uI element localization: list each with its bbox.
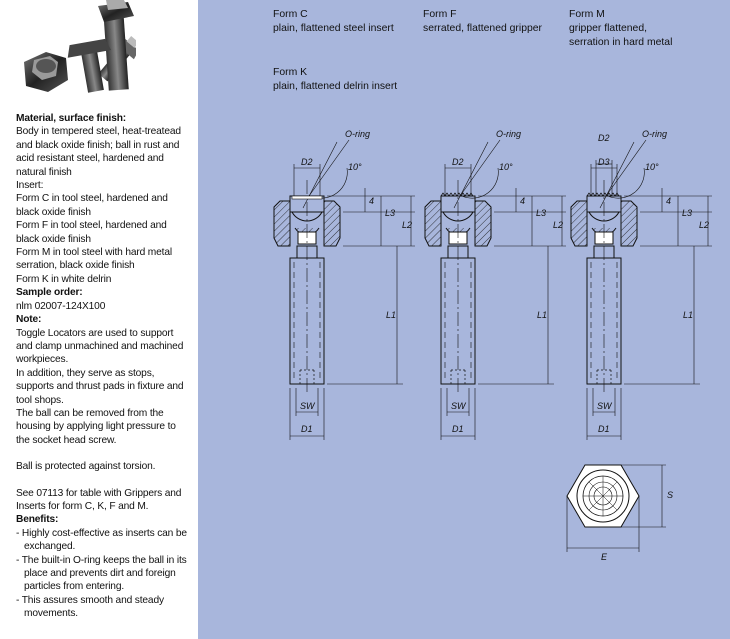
- note-line: Inserts for form C, K, F and M.: [16, 500, 149, 512]
- note-line: In addition, they serve as stops,: [16, 367, 155, 379]
- e-label: E: [601, 552, 608, 562]
- form-c-label: Form C plain, flattened steel insert: [273, 8, 394, 36]
- form-f-desc: serrated, flattened gripper: [423, 23, 542, 34]
- material-line: black oxide finish: [16, 206, 91, 218]
- form-c-drawing: [273, 139, 416, 441]
- s-label: S: [667, 490, 673, 500]
- l2-label-f: L2: [553, 220, 563, 230]
- material-line: acid resistant steel, hardened and: [16, 153, 164, 165]
- material-line: Insert:: [16, 180, 44, 192]
- drawing-panel: [198, 0, 730, 639]
- top-view-drawing: [566, 464, 666, 552]
- note-line: The ball can be removed from the: [16, 407, 164, 419]
- d2-label-c: D2: [301, 157, 313, 167]
- form-c-desc: plain, flattened steel insert: [273, 23, 394, 34]
- form-c-title: Form C: [273, 9, 308, 20]
- sidebar-panel: Material, surface finish: Body in temper…: [0, 0, 197, 639]
- angle-label-c: 10°: [348, 162, 362, 172]
- l3-label-m: L3: [682, 208, 692, 218]
- note-line: and clamp unmachined and machined: [16, 340, 184, 352]
- note-line: housing by applying light pressure to: [16, 421, 176, 433]
- description-text: Material, surface finish: Body in temper…: [16, 112, 194, 621]
- sample-value: nlm 02007-124X100: [16, 300, 106, 312]
- form-m-drawing: [570, 139, 713, 441]
- l3-label-f: L3: [536, 208, 546, 218]
- material-line: Form K in white delrin: [16, 273, 112, 285]
- d1-label-c: D1: [301, 424, 313, 434]
- sw-label-m: SW: [597, 401, 613, 411]
- angle-label-f: 10°: [499, 162, 513, 172]
- note-line: See 07113 for table with Grippers and: [16, 487, 182, 499]
- product-photo: [16, 0, 136, 106]
- l1-label-f: L1: [537, 310, 547, 320]
- l2-label-c: L2: [402, 220, 412, 230]
- four-label-c: 4: [369, 196, 374, 206]
- form-f-label: Form F serrated, flattened gripper: [423, 8, 542, 36]
- form-m-title: Form M: [569, 9, 605, 20]
- sample-heading: Sample order:: [16, 287, 83, 299]
- angle-label-m: 10°: [645, 162, 659, 172]
- benefit-item: - The built-in O-ring keeps the ball in …: [16, 554, 187, 593]
- material-line: natural finish: [16, 166, 72, 178]
- form-m-desc1: gripper flattened,: [569, 23, 647, 34]
- form-m-desc2: serration in hard metal: [569, 37, 673, 48]
- benefit-item: - This assures smooth and steady movemen…: [16, 594, 164, 620]
- form-k-label: Form K plain, flattened delrin insert: [273, 66, 397, 94]
- note-line: Ball is protected against torsion.: [16, 461, 156, 473]
- material-heading: Material, surface finish:: [16, 113, 127, 124]
- form-f-drawing: [424, 139, 567, 441]
- form-k-desc: plain, flattened delrin insert: [273, 81, 398, 92]
- benefit-item: - Highly cost-effective as inserts can b…: [16, 527, 187, 553]
- oring-label-f: O-ring: [496, 129, 521, 139]
- technical-drawing: O-ring O-ring O-ring D2 D2 D2 D3 10° 10°…: [273, 129, 713, 562]
- d3-label-m: D3: [598, 157, 610, 167]
- note-line: workpieces.: [16, 354, 69, 366]
- l3-label-c: L3: [385, 208, 395, 218]
- oring-label-m: O-ring: [642, 129, 667, 139]
- four-label-m: 4: [666, 196, 671, 206]
- material-line: Form C in tool steel, hardened and: [16, 193, 168, 205]
- form-m-label: Form M gripper flattened, serration in h…: [569, 8, 672, 50]
- d1-label-m: D1: [598, 424, 610, 434]
- material-line: Form F in tool steel, hardened and: [16, 220, 167, 232]
- note-line: Toggle Locators are used to support: [16, 327, 174, 339]
- d2-label-m: D2: [598, 133, 610, 143]
- four-label-f: 4: [520, 196, 525, 206]
- note-line: the socket head screw.: [16, 434, 117, 446]
- d1-label-f: D1: [452, 424, 464, 434]
- l2-label-m: L2: [699, 220, 709, 230]
- material-line: Form M in tool steel with hard metal: [16, 247, 172, 259]
- l1-label-m: L1: [683, 310, 693, 320]
- form-k-title: Form K: [273, 67, 308, 78]
- benefits-heading: Benefits:: [16, 514, 59, 526]
- form-f-title: Form F: [423, 9, 457, 20]
- material-line: Body in tempered steel, heat-treatead: [16, 126, 181, 138]
- material-line: black oxide finish: [16, 233, 91, 245]
- note-line: supports and thrust pads in fixture and: [16, 381, 184, 393]
- l1-label-c: L1: [386, 310, 396, 320]
- material-line: and black oxide finish; ball in rust and: [16, 139, 180, 151]
- note-heading: Note:: [16, 314, 42, 326]
- oring-label-c: O-ring: [345, 129, 370, 139]
- material-line: serration, black oxide finish: [16, 260, 135, 272]
- sw-label-f: SW: [451, 401, 467, 411]
- sw-label-c: SW: [300, 401, 316, 411]
- note-line: tool shops.: [16, 394, 64, 406]
- d2-label-f: D2: [452, 157, 464, 167]
